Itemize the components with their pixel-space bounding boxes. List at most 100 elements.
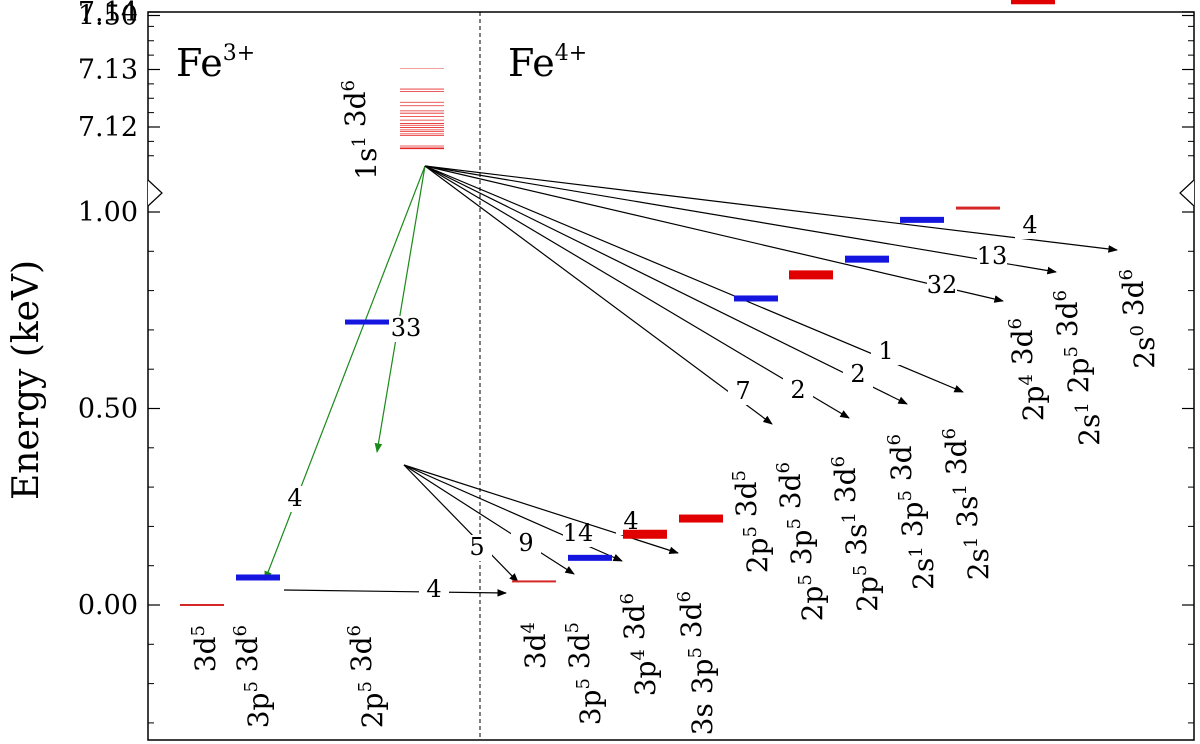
transition-2p5_3d6-to-3p5_3d5: 9 (403, 464, 575, 575)
config-orbital: 2s (907, 558, 940, 590)
transition-label-bg (843, 362, 873, 388)
transition-arrow (424, 165, 850, 419)
transition-3p5_3d6-to-3d4: 4 (283, 575, 507, 603)
transition-arrow (283, 589, 507, 597)
transition-value-label: 13 (977, 242, 1008, 270)
config-occupancy: 6 (1005, 318, 1026, 329)
config-occupancy: 5 (895, 490, 916, 501)
config-label-2s1_2p5_3d6: 2s1 2p5 3d6 (1050, 290, 1106, 446)
config-orbital: 2p (356, 693, 389, 729)
config-orbital: 3s (686, 703, 719, 735)
config-occupancy: 5 (188, 625, 209, 636)
config-occupancy: 5 (784, 518, 805, 529)
y-axis-ticks: 0.000.501.001.507.127.137.14 (78, 0, 1194, 724)
level-3d4 (512, 580, 556, 583)
config-occupancy: 6 (344, 625, 365, 636)
transition-arrow (424, 165, 1004, 303)
config-orbital: 3p (242, 693, 275, 729)
level-1s1_3d6 (400, 67, 444, 150)
config-label-3p5_3d6: 3p5 3d6 (230, 625, 275, 728)
config-occupancy: 5 (740, 526, 761, 537)
transition-label-bg (462, 535, 492, 561)
region-label-fe3-base: Fe (176, 41, 223, 85)
transition-arrow (403, 464, 575, 575)
config-orbital: 3d (675, 602, 708, 647)
config-occupancy: 1 (961, 537, 982, 548)
config-orbital: 3d (829, 467, 862, 512)
transition-2p5_3d6-to-3d4: 5 (403, 464, 519, 583)
transition-arrow (424, 165, 1118, 253)
transition-1s1_3d6-to-2p5_3d5: 7 (424, 165, 773, 425)
transition-1s1_3d6-to-2s1_3s1_3d6: 1 (424, 165, 964, 393)
config-occupancy: 6 (674, 591, 695, 602)
config-occupancy: 5 (241, 681, 262, 692)
level-2p5_3s1_3d6 (845, 255, 889, 263)
level-2s1_3p5_3d6 (900, 216, 944, 223)
config-occupancy: 6 (338, 80, 359, 91)
transition-arrow (424, 165, 1057, 275)
config-orbital: 2p (796, 586, 829, 622)
transition-label-bg (280, 486, 310, 512)
transition-1s1_3d6-to-2s1_3p5_3d6: 2 (424, 165, 908, 405)
right-axis-break-marker (1179, 179, 1195, 207)
transition-value-label: 2 (850, 360, 865, 388)
plot-frame (147, 11, 1195, 741)
y-tick-label: 7.13 (78, 55, 138, 86)
config-orbital: 1s (350, 148, 383, 180)
config-orbital: 2p (1062, 358, 1095, 403)
transition-value-label: 5 (469, 533, 484, 561)
config-occupancy: 6 (939, 428, 960, 439)
config-occupancy: 6 (617, 593, 638, 604)
config-label-2p5_3d6: 2p5 3d6 (344, 625, 389, 728)
config-orbital: 2p (1017, 386, 1050, 422)
config-occupancy: 1 (950, 484, 971, 495)
transition-value-label: 32 (927, 271, 958, 299)
transition-label-bg (783, 378, 813, 404)
config-label-3p4_3d6: 3p4 3d6 (617, 593, 662, 696)
transition-value-label: 4 (287, 484, 302, 512)
transition-value-label: 33 (391, 314, 422, 342)
transition-label-bg (511, 531, 541, 557)
config-orbital: 3d (1051, 301, 1084, 346)
config-label-3p5_3d5: 3p5 3d5 (562, 622, 607, 725)
level-2p5_3d6 (345, 319, 389, 325)
config-orbital: 3d (345, 636, 378, 681)
y-tick-label: 1.00 (78, 197, 138, 228)
level-3p4_3d6 (623, 529, 667, 539)
transition-value-label: 2 (790, 376, 805, 404)
config-orbital: 3d (519, 633, 552, 669)
region-label-fe3: Fe3+ (176, 41, 255, 85)
y-tick-label: 1.50 (78, 1, 138, 32)
config-orbital: 3d (189, 636, 222, 672)
level-3p5_3d5 (568, 554, 612, 561)
config-occupancy: 6 (828, 456, 849, 467)
config-occupancy: 0 (1127, 325, 1148, 336)
config-label-3d4: 3d4 (518, 622, 552, 669)
config-label-2p5_3d5: 2p5 3d5 (729, 470, 774, 573)
level-2p5_3p5_3d6 (789, 270, 833, 280)
transition-label-bg (1015, 213, 1045, 239)
transition-label-bg (391, 316, 421, 342)
config-orbital: 3p (785, 530, 818, 575)
config-orbital: 3d (618, 604, 651, 649)
config-occupancy: 6 (1050, 290, 1071, 301)
config-orbital: 2p (741, 538, 774, 574)
config-orbital: 3d (231, 636, 264, 681)
transition-1s1_3d6-to-2p5_3d6: 33 (374, 165, 426, 453)
config-orbital: 2s (1128, 337, 1161, 369)
config-orbital: 3p (896, 502, 929, 547)
region-label-fe4: Fe4+ (508, 41, 587, 85)
transition-label-bg (871, 339, 901, 365)
level-3d5 (180, 604, 224, 606)
config-orbital: 3s (840, 524, 873, 565)
transition-label-bg (563, 521, 593, 547)
config-orbital: 3p (574, 690, 607, 726)
transition-value-label: 14 (563, 519, 594, 547)
config-occupancy: 1 (839, 512, 860, 523)
config-occupancy: 5 (685, 647, 706, 658)
transition-arrow (403, 464, 519, 583)
region-label-fe4-sup: 4+ (555, 41, 587, 66)
config-occupancy: 6 (230, 625, 251, 636)
config-occupancy: 1 (1072, 402, 1093, 413)
config-orbital: 3d (563, 633, 596, 678)
